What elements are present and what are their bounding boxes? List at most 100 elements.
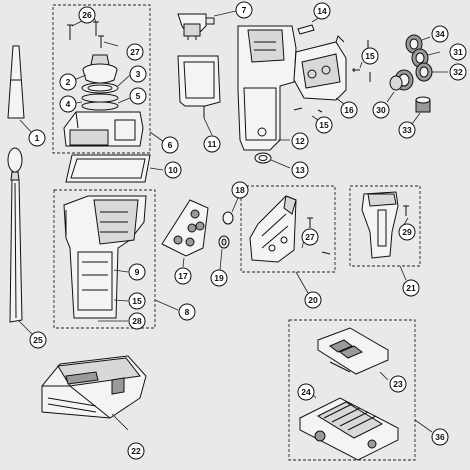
- svg-text:14: 14: [317, 6, 327, 16]
- svg-text:12: 12: [295, 136, 305, 146]
- callout-12: 12: [291, 132, 309, 150]
- part-screws-27-mid: [307, 217, 331, 255]
- svg-text:27: 27: [305, 232, 315, 242]
- group-6-outline: [52, 4, 151, 154]
- callout-5: 5: [129, 87, 147, 105]
- svg-text:26: 26: [82, 10, 92, 20]
- svg-text:7: 7: [242, 5, 247, 15]
- part-19: [218, 235, 230, 249]
- svg-text:29: 29: [402, 227, 412, 237]
- svg-text:27: 27: [130, 47, 140, 57]
- part-18: [222, 211, 234, 225]
- part-knob-2: [82, 54, 118, 84]
- svg-text:2: 2: [66, 77, 71, 87]
- callout-27-mid: 27: [301, 228, 319, 246]
- callout-10: 10: [164, 161, 182, 179]
- callout-13: 13: [291, 161, 309, 179]
- part-mechanism-20: [249, 195, 297, 263]
- group-36-outline: [288, 319, 416, 461]
- group-8-outline: [53, 189, 156, 329]
- svg-text:30: 30: [376, 105, 386, 115]
- callout-30: 30: [372, 101, 390, 119]
- callout-16: 16: [340, 101, 358, 119]
- callout-18: 18: [231, 181, 249, 199]
- svg-text:34: 34: [435, 29, 445, 39]
- part-ring-3: [81, 82, 119, 94]
- callout-7: 7: [235, 1, 253, 19]
- part-screws-15-top: [352, 40, 371, 82]
- part-antenna: [7, 45, 25, 119]
- callout-3: 3: [129, 65, 147, 83]
- part-bracket-11: [177, 55, 221, 118]
- svg-text:33: 33: [402, 125, 412, 135]
- callout-2: 2: [59, 73, 77, 91]
- part-side-assembly-16: [293, 35, 347, 101]
- group-21-outline: [349, 185, 421, 267]
- callout-29: 29: [398, 223, 416, 241]
- svg-text:24: 24: [301, 387, 311, 397]
- svg-text:9: 9: [135, 267, 140, 277]
- callout-26: 26: [78, 6, 96, 24]
- part-board-12: [237, 25, 297, 151]
- svg-text:25: 25: [33, 335, 43, 345]
- svg-text:23: 23: [393, 379, 403, 389]
- svg-text:21: 21: [406, 283, 416, 293]
- callout-22: 22: [127, 442, 145, 460]
- part-knob-30: [389, 69, 414, 91]
- svg-text:28: 28: [132, 316, 142, 326]
- svg-text:1: 1: [35, 133, 40, 143]
- callout-9: 9: [128, 263, 146, 281]
- callout-15-mid: 15: [315, 116, 333, 134]
- callout-23: 23: [389, 375, 407, 393]
- svg-text:17: 17: [178, 271, 188, 281]
- svg-text:10: 10: [168, 165, 178, 175]
- callout-1: 1: [28, 129, 46, 147]
- svg-text:5: 5: [136, 91, 141, 101]
- part-wrist-strap: [7, 147, 23, 323]
- svg-text:22: 22: [131, 446, 141, 456]
- svg-text:18: 18: [235, 185, 245, 195]
- part-knob-32: [415, 62, 433, 82]
- svg-text:15: 15: [319, 120, 329, 130]
- callout-8: 8: [178, 303, 196, 321]
- callout-15-bottom: 15: [128, 292, 146, 310]
- callout-31: 31: [449, 43, 467, 61]
- callout-24: 24: [297, 383, 315, 401]
- part-screws-15-mid: [293, 107, 323, 113]
- svg-text:31: 31: [453, 47, 463, 57]
- callout-15-top: 15: [361, 47, 379, 65]
- svg-text:32: 32: [453, 67, 463, 77]
- part-cap-33: [415, 96, 431, 113]
- part-top-housing-6: [63, 111, 144, 147]
- callout-34: 34: [431, 25, 449, 43]
- svg-text:19: 19: [214, 273, 224, 283]
- part-orings-4: [81, 93, 119, 111]
- callout-14: 14: [313, 2, 331, 20]
- svg-text:15: 15: [365, 51, 375, 61]
- callout-20: 20: [304, 291, 322, 309]
- group-20-outline: [240, 185, 336, 273]
- part-screw-29: [403, 205, 409, 216]
- part-battery-tray-24: [298, 397, 400, 461]
- part-keypad-17: [161, 199, 209, 257]
- callout-25: 25: [29, 331, 47, 349]
- svg-text:6: 6: [168, 140, 173, 150]
- callout-11: 11: [203, 135, 221, 153]
- svg-text:3: 3: [136, 69, 141, 79]
- svg-text:4: 4: [66, 99, 71, 109]
- callout-36: 36: [431, 428, 449, 446]
- part-main-housing: [63, 195, 147, 319]
- svg-text:16: 16: [344, 105, 354, 115]
- callout-33: 33: [398, 121, 416, 139]
- part-gasket-10: [65, 154, 151, 183]
- svg-text:8: 8: [185, 307, 190, 317]
- svg-text:15: 15: [132, 296, 142, 306]
- part-pin-14: [297, 24, 315, 35]
- svg-text:11: 11: [208, 139, 217, 149]
- callout-32: 32: [449, 63, 467, 81]
- callout-4: 4: [59, 95, 77, 113]
- part-battery-pack-22: [41, 355, 147, 419]
- callout-27-top: 27: [126, 43, 144, 61]
